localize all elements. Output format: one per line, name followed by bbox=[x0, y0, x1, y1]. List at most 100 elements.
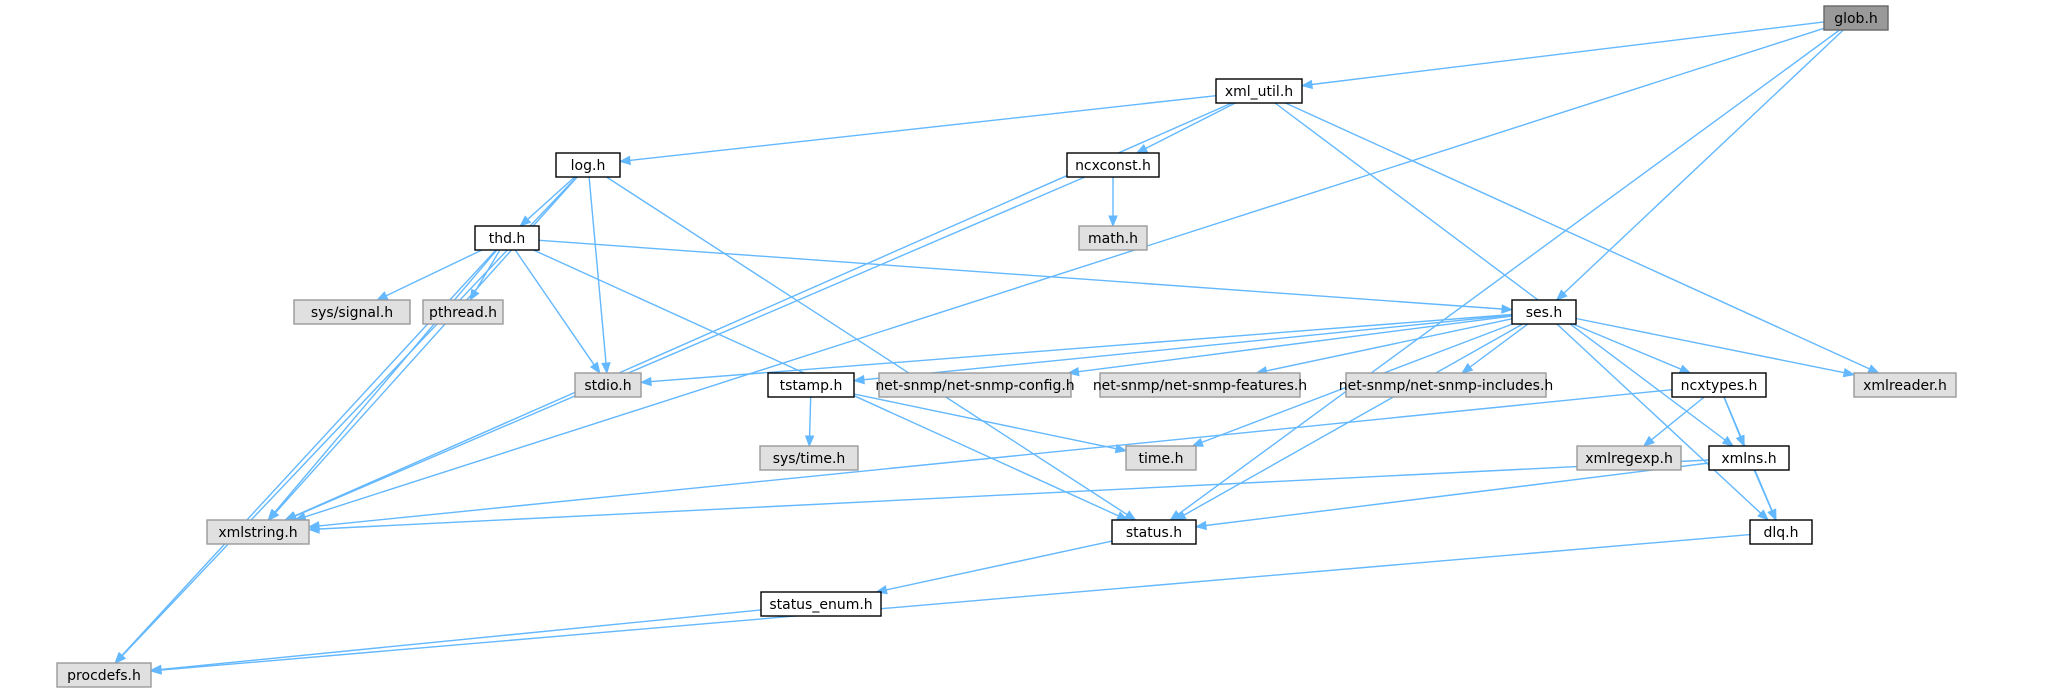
node-netsnmp-features-h: net-snmp/net-snmp-features.h bbox=[1093, 372, 1307, 398]
edge-line bbox=[1178, 29, 1841, 515]
node-label: ncxconst.h bbox=[1075, 158, 1151, 174]
node-label: sys/signal.h bbox=[311, 305, 393, 321]
node-label: tstamp.h bbox=[780, 378, 843, 394]
node-box bbox=[422, 299, 504, 325]
node-box bbox=[1066, 152, 1160, 178]
node-box bbox=[1111, 519, 1197, 545]
edge-line bbox=[514, 249, 595, 366]
node-box bbox=[1125, 445, 1197, 471]
edge-line bbox=[1266, 318, 1513, 372]
edge-xmlns_h-to-status_h bbox=[1194, 462, 1710, 531]
edge-thd_h-to-ses_h bbox=[538, 239, 1514, 314]
edge-thd_h-to-pthread_h bbox=[469, 249, 501, 302]
edge-tstamp_h-to-sys_time_h bbox=[804, 396, 815, 448]
edge-arrowhead bbox=[307, 524, 320, 534]
node-ncxconst-h[interactable]: ncxconst.h bbox=[1066, 152, 1160, 178]
edge-line bbox=[304, 27, 1825, 518]
node-status-enum-h[interactable]: status_enum.h bbox=[760, 591, 882, 617]
edge-ncxconst_h-to-math_h bbox=[1108, 177, 1118, 228]
edge-line bbox=[1145, 102, 1236, 150]
node-xmlns-h[interactable]: xmlns.h bbox=[1708, 445, 1790, 471]
edge-thd_h-to-stdio_h bbox=[514, 249, 601, 375]
edge-arrowhead bbox=[1124, 510, 1137, 521]
edge-arrowhead bbox=[639, 376, 652, 387]
edge-line bbox=[886, 540, 1113, 591]
edge-xml_util_h-to-xmlreader_h bbox=[1285, 102, 1880, 374]
edge-arrowhead bbox=[1842, 367, 1856, 378]
edge-glob_h-to-ses_h bbox=[1555, 29, 1844, 301]
edge-ses_h-to-tstamp_h bbox=[852, 314, 1513, 385]
edge-arrowhead bbox=[519, 215, 532, 227]
edge-arrowhead bbox=[1555, 289, 1568, 301]
edge-arrowhead bbox=[1867, 364, 1880, 374]
node-box bbox=[1099, 372, 1301, 398]
node-box bbox=[1708, 445, 1790, 471]
node-box bbox=[1749, 519, 1813, 545]
edge-arrowhead bbox=[1114, 443, 1128, 454]
edge-line bbox=[121, 176, 578, 657]
node-sys-time-h: sys/time.h bbox=[759, 445, 859, 471]
node-label: net-snmp/net-snmp-features.h bbox=[1093, 378, 1307, 394]
node-label: net-snmp/net-snmp-config.h bbox=[875, 378, 1074, 394]
node-label: xmlreader.h bbox=[1863, 378, 1947, 394]
node-box bbox=[206, 519, 310, 545]
node-label: procdefs.h bbox=[67, 668, 141, 684]
node-label: ses.h bbox=[1526, 305, 1563, 321]
node-netsnmp-config-h: net-snmp/net-snmp-config.h bbox=[875, 372, 1075, 398]
edge-ses_h-to-netsnmp_includes_h bbox=[1461, 323, 1529, 374]
node-thd-h[interactable]: thd.h bbox=[474, 225, 540, 251]
node-box bbox=[760, 591, 882, 617]
node-xmlregexp-h: xmlregexp.h bbox=[1576, 445, 1682, 471]
edge-line bbox=[318, 459, 1710, 530]
edge-glob_h-to-xml_util_h bbox=[1300, 21, 1825, 90]
edge-status_h-to-status_enum_h bbox=[875, 540, 1113, 595]
edge-arrowhead bbox=[589, 361, 601, 375]
node-log-h[interactable]: log.h bbox=[555, 152, 621, 178]
node-label: time.h bbox=[1139, 451, 1184, 467]
edge-arrowhead bbox=[469, 288, 480, 302]
node-box bbox=[555, 152, 621, 178]
edge-thd_h-to-xmlstring_h bbox=[267, 249, 498, 522]
node-box bbox=[1671, 372, 1767, 398]
node-label: glob.h bbox=[1834, 11, 1878, 27]
node-ses-h[interactable]: ses.h bbox=[1511, 299, 1577, 325]
node-ncxtypes-h[interactable]: ncxtypes.h bbox=[1671, 372, 1767, 398]
node-label: math.h bbox=[1088, 231, 1138, 247]
node-label: thd.h bbox=[489, 231, 526, 247]
edge-line bbox=[606, 176, 1128, 516]
edge-line bbox=[629, 95, 1217, 162]
edge-arrowhead bbox=[1191, 437, 1204, 447]
edge-arrowhead bbox=[1721, 435, 1735, 447]
node-label: xmlregexp.h bbox=[1585, 451, 1673, 467]
edge-line bbox=[1205, 462, 1710, 527]
node-box bbox=[293, 299, 411, 325]
edge-line bbox=[160, 609, 762, 671]
node-status-h[interactable]: status.h bbox=[1111, 519, 1197, 545]
edge-ses_h-to-xmlreader_h bbox=[1575, 317, 1856, 378]
edge-ncxtypes_h-to-xmlstring_h bbox=[307, 389, 1673, 531]
edge-ncxtypes_h-to-xmlregexp_h bbox=[1642, 396, 1705, 447]
edge-arrowhead bbox=[114, 652, 126, 664]
node-procdefs-h: procdefs.h bbox=[56, 662, 152, 688]
edge-line bbox=[538, 239, 1503, 310]
edge-line bbox=[1753, 469, 1773, 512]
edge-arrowhead bbox=[1067, 367, 1080, 377]
node-math-h: math.h bbox=[1078, 225, 1148, 251]
node-xml-util-h[interactable]: xml_util.h bbox=[1215, 78, 1303, 104]
edge-line bbox=[588, 176, 607, 364]
edge-arrowhead bbox=[149, 665, 162, 675]
node-dlq-h[interactable]: dlq.h bbox=[1749, 519, 1813, 545]
edge-arrowhead bbox=[1501, 304, 1514, 314]
node-tstamp-h[interactable]: tstamp.h bbox=[767, 372, 855, 398]
node-box bbox=[1078, 225, 1148, 251]
edge-line bbox=[385, 249, 483, 297]
edges-layer bbox=[114, 21, 1880, 675]
edge-arrowhead bbox=[1757, 509, 1770, 521]
node-label: xmlns.h bbox=[1721, 451, 1776, 467]
edge-line bbox=[474, 249, 501, 292]
node-xmlstring-h: xmlstring.h bbox=[206, 519, 310, 545]
edge-line bbox=[160, 533, 1751, 671]
node-label: net-snmp/net-snmp-includes.h bbox=[1339, 378, 1554, 394]
edge-arrowhead bbox=[267, 508, 279, 522]
edge-arrowhead bbox=[1678, 364, 1692, 374]
